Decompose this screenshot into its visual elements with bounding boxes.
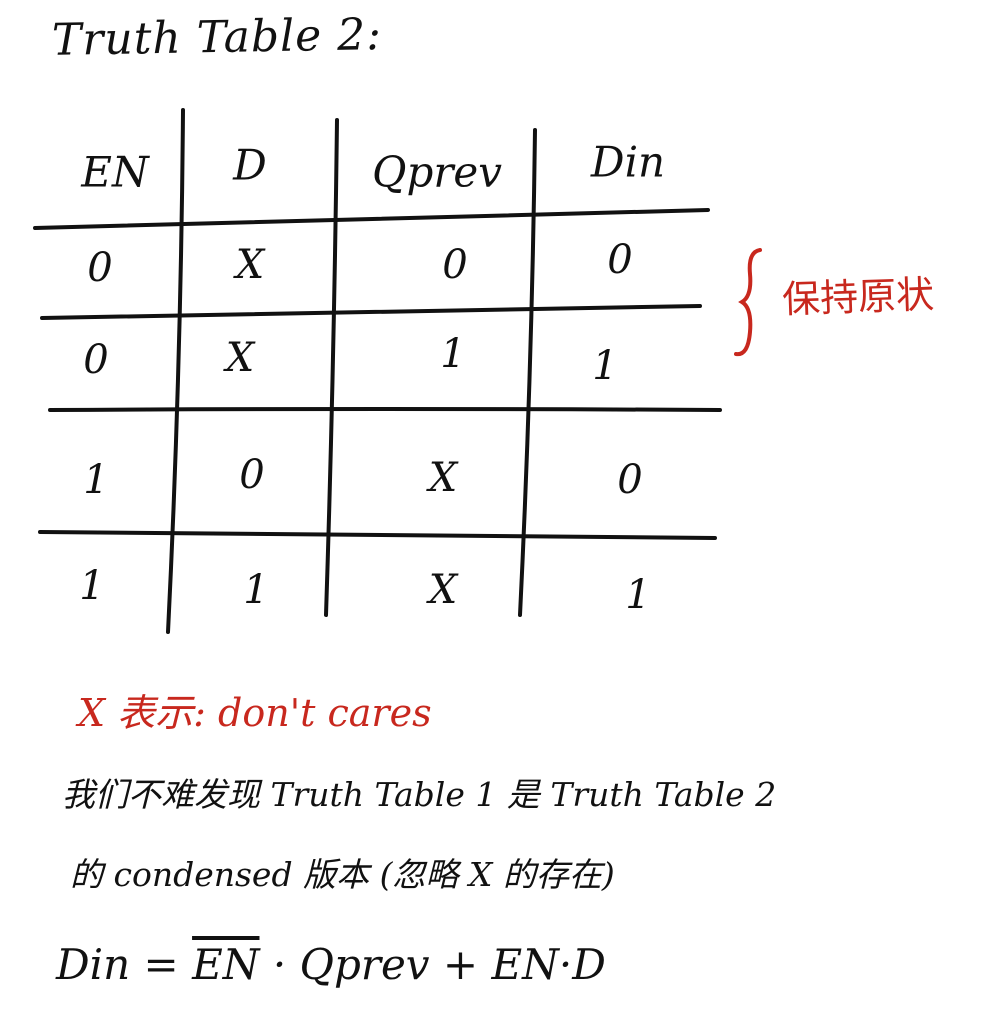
formula-lhs: Din =	[56, 940, 179, 989]
table-cell: 0	[442, 242, 468, 288]
grid-line-h1	[33, 208, 710, 230]
din-formula: Din = EN · Qprev + EN·D	[56, 940, 606, 989]
table-cell: 1	[243, 567, 269, 613]
table-cell: 0	[617, 457, 643, 503]
table-cell: 0	[87, 245, 113, 291]
grid-line-v1	[166, 108, 185, 634]
header-en: EN	[81, 147, 149, 197]
table-cell: 1	[79, 563, 105, 609]
grid-line-h4	[38, 530, 717, 540]
table-cell: X	[428, 567, 458, 613]
formula-en-bar: EN	[192, 940, 260, 989]
header-din: Din	[590, 137, 666, 187]
table-cell: 1	[440, 331, 466, 377]
curly-brace-icon	[734, 248, 762, 357]
table-cell: X	[235, 242, 265, 288]
table-cell: X	[225, 335, 255, 381]
grid-line-v2	[324, 118, 339, 617]
table-cell: 0	[607, 237, 633, 283]
grid-line-h2	[40, 304, 702, 320]
table-cell: 1	[83, 457, 109, 503]
formula-term2: EN·D	[491, 940, 606, 989]
grid-line-h3	[48, 407, 722, 412]
header-d: D	[233, 140, 267, 190]
header-qprev: Qprev	[372, 147, 502, 197]
table-cell: X	[428, 455, 458, 501]
dont-care-note: X 表示: don't cares	[78, 691, 432, 735]
text-line: 我们不难发现 Truth Table 1 是 Truth Table 2	[62, 775, 777, 814]
table-cell: 1	[592, 343, 618, 389]
text-line: 的 condensed 版本 (忽略 X 的存在)	[70, 855, 615, 894]
table-cell: 1	[625, 572, 651, 618]
formula-term1-rest: · Qprev +	[272, 940, 479, 989]
table-cell: 0	[239, 452, 265, 498]
table-cell: 0	[83, 337, 109, 383]
hold-state-label: 保持原状	[781, 272, 935, 322]
grid-line-v3	[518, 128, 537, 617]
